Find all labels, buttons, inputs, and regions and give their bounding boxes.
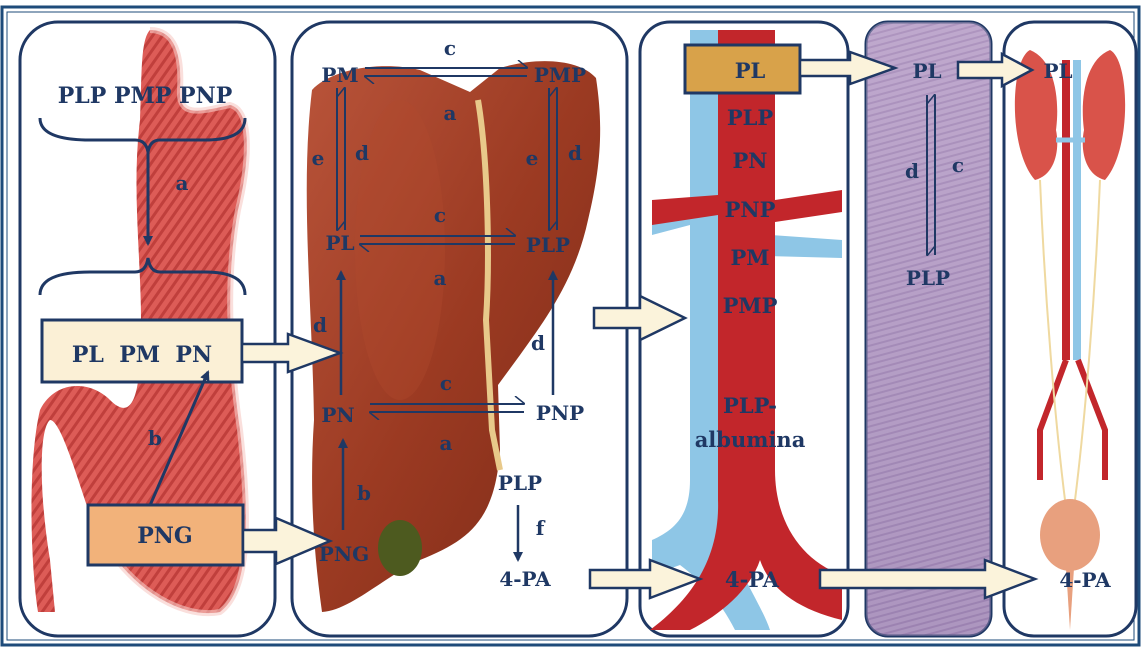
kidney-pa: 4-PA	[1059, 568, 1111, 592]
liver-label-e2: e	[526, 146, 539, 170]
liver-label-b: b	[357, 481, 371, 505]
blood-item-6: PLP-	[723, 393, 777, 418]
liver-label-c2: c	[434, 203, 446, 227]
liver-plp: PLP	[526, 233, 570, 257]
png-box-label: PNG	[137, 523, 192, 549]
liver-label-c3: c	[440, 371, 452, 395]
liver-pa: 4-PA	[499, 567, 551, 591]
blood-item-2: PN	[733, 148, 768, 173]
liver-pl: PL	[325, 231, 354, 255]
blood-item-7: albumina	[695, 427, 806, 452]
liver-pn: PN	[321, 403, 354, 427]
liver-plp-bottom: PLP	[498, 471, 542, 495]
tissue-label-d: d	[905, 159, 919, 183]
vena-cava	[1073, 60, 1081, 360]
gallbladder	[378, 520, 422, 576]
liver-png: PNG	[319, 542, 369, 566]
stomach-label-b: b	[148, 426, 162, 450]
liver-label-e1: e	[312, 146, 325, 170]
liver-label-a3: a	[440, 431, 453, 455]
blood-panel: PL PLP PN PNP PM PMP PLP- albumina 4-PA	[640, 22, 848, 636]
aorta	[1062, 60, 1070, 360]
liver-label-d3: d	[313, 313, 327, 337]
tissue-plp: PLP	[906, 266, 950, 290]
blood-pa: 4-PA	[725, 567, 780, 592]
kidney-pl: PL	[1043, 59, 1072, 83]
stomach-top-group-label: PLP PMP PNP	[58, 83, 233, 109]
tissue-label-c: c	[952, 153, 964, 177]
stomach-label-a: a	[176, 171, 189, 195]
blood-item-0: PL	[735, 58, 766, 83]
tissue-pl: PL	[912, 59, 941, 83]
tissue-panel: PL d c PLP	[866, 22, 991, 636]
liver-label-d2: d	[568, 141, 582, 165]
tissue-shading	[866, 22, 991, 636]
liver-pm: PM	[321, 63, 358, 87]
blood-item-3: PNP	[725, 197, 776, 222]
pl-pm-pn-label: PL PM PN	[72, 342, 212, 368]
liver-pmp: PMP	[534, 63, 586, 87]
blood-item-5: PMP	[723, 293, 778, 318]
liver-label-c1: c	[444, 36, 456, 60]
kidney-panel: PL 4-PA	[1004, 22, 1136, 636]
liver-label-d4: d	[531, 331, 545, 355]
liver-label-d1: d	[355, 141, 369, 165]
liver-label-a2: a	[434, 266, 447, 290]
liver-pnp: PNP	[536, 401, 584, 425]
stomach-panel: PLP PMP PNP a PL PM PN b PNG	[20, 22, 275, 636]
blood-item-4: PM	[730, 245, 769, 270]
bladder	[1040, 499, 1100, 571]
liver-label-a1: a	[444, 101, 457, 125]
liver-panel: PM PMP c a e d e d PL PLP c a d d PN PNP	[292, 22, 627, 636]
liver-label-f: f	[536, 516, 546, 540]
blood-item-1: PLP	[727, 105, 774, 130]
